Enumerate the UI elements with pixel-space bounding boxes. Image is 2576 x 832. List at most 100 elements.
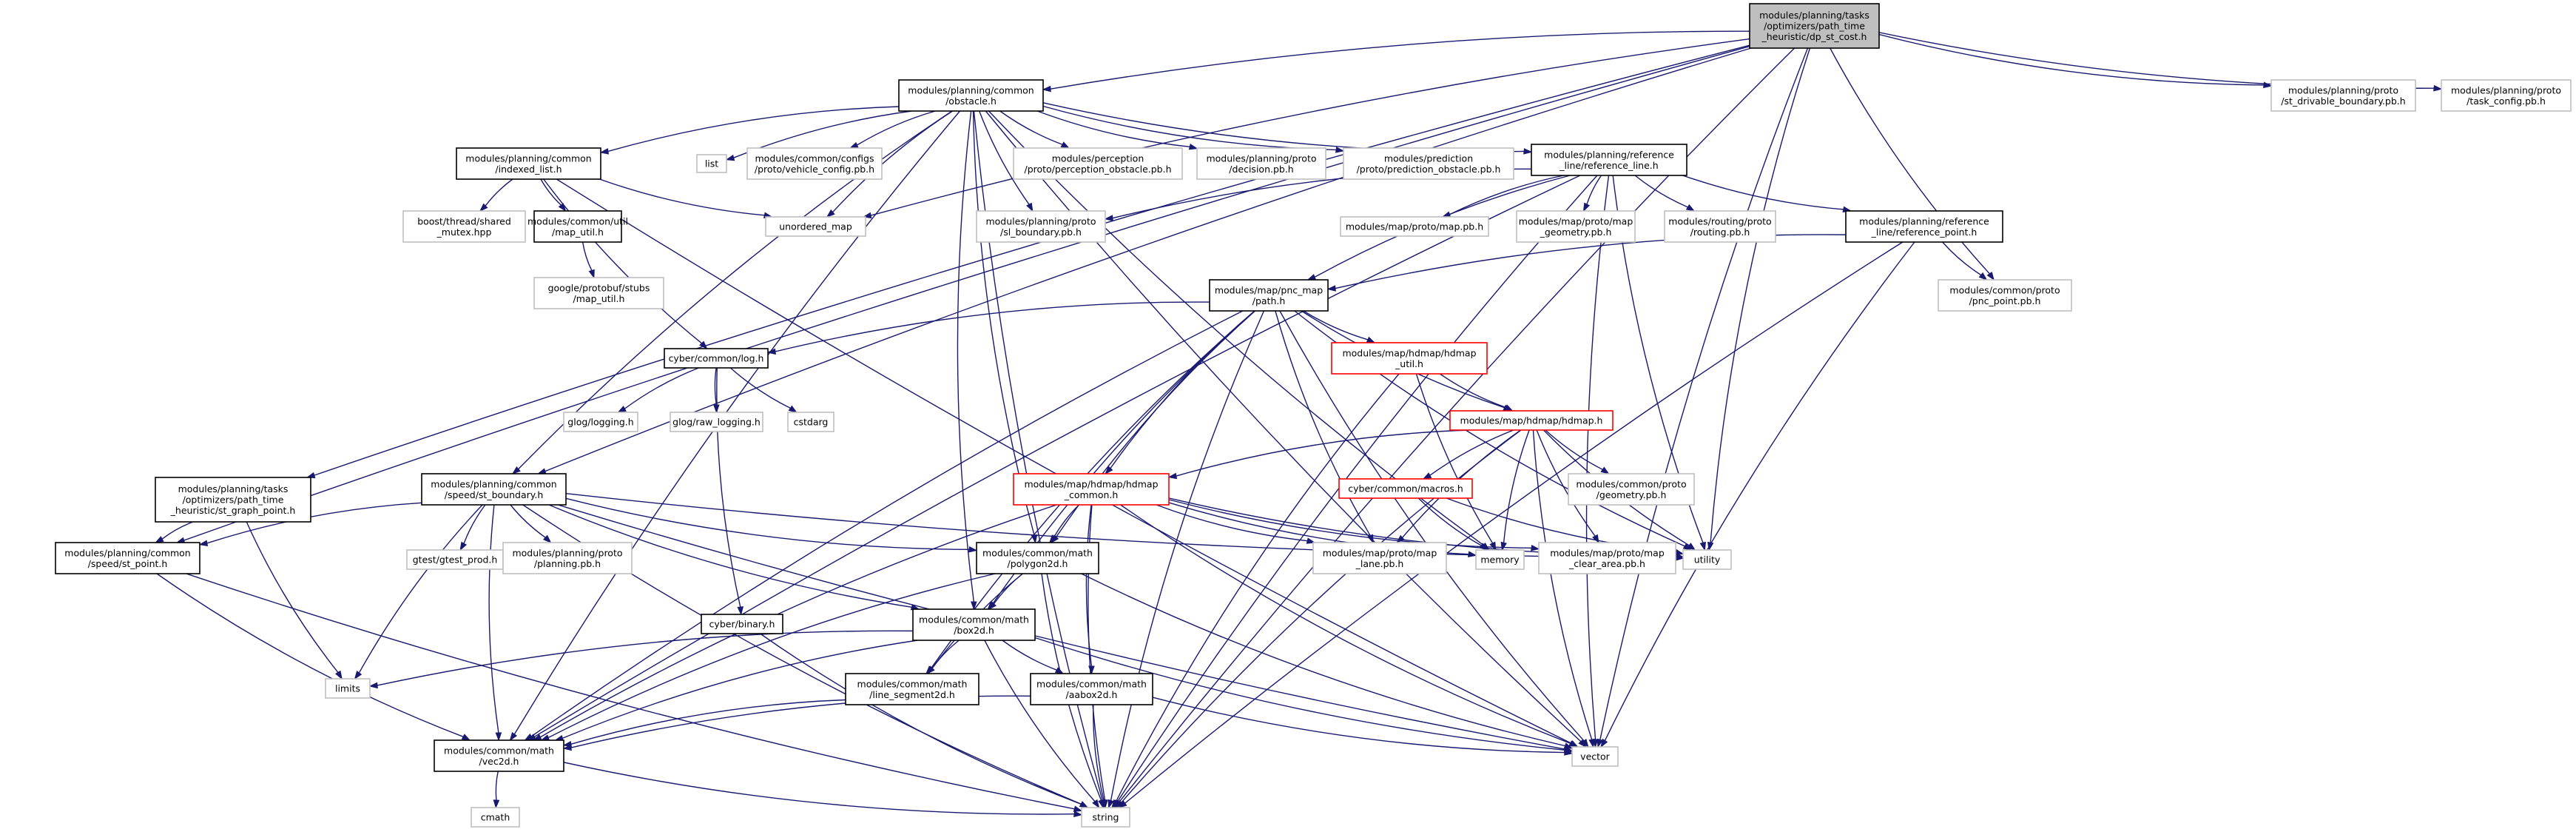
node-map_pb[interactable]: modules/map/proto/map.pb.h <box>1340 216 1489 237</box>
node-hdmap[interactable]: modules/map/hdmap/hdmap.h <box>1449 410 1614 431</box>
edge-arrowhead <box>1685 204 1696 212</box>
node-hdmap_common[interactable]: modules/map/hdmap/hdmap_common.h <box>1013 473 1170 506</box>
edge-arrowhead <box>1523 148 1533 155</box>
node-map_lane[interactable]: modules/map/proto/map_lane.pb.h <box>1312 542 1447 574</box>
node-task_config[interactable]: modules/planning/proto/task_config.pb.h <box>2441 79 2572 112</box>
node-planning_pb[interactable]: modules/planning/proto/planning.pb.h <box>502 542 633 574</box>
node-hdmap_util[interactable]: modules/map/hdmap/hdmap_util.h <box>1331 342 1488 375</box>
edge-path-to-log <box>766 301 1210 355</box>
node-reference_line[interactable]: modules/planning/reference_line/referenc… <box>1531 144 1687 176</box>
edge-dp_st_cost-to-st_boundary <box>536 47 1752 474</box>
node-st_graph_point[interactable]: modules/planning/tasks/optimizers/path_t… <box>155 477 311 523</box>
node-perception_obs[interactable]: modules/perception/proto/perception_obst… <box>1013 147 1183 180</box>
node-path[interactable]: modules/map/pnc_map/path.h <box>1209 279 1329 312</box>
node-box <box>1682 549 1732 570</box>
node-vector[interactable]: vector <box>1571 746 1619 767</box>
node-routing[interactable]: modules/routing/proto/routing.pb.h <box>1664 210 1776 243</box>
node-sl_boundary[interactable]: modules/planning/proto/sl_boundary.pb.h <box>976 210 1106 243</box>
node-macros[interactable]: cyber/common/macros.h <box>1338 478 1473 499</box>
node-label-line: modules/routing/proto <box>1668 215 1771 227</box>
node-st_point[interactable]: modules/planning/common/speed/st_point.h <box>55 542 200 574</box>
node-map_clear_area[interactable]: modules/map/proto/map_clear_area.pb.h <box>1538 542 1676 574</box>
edge-arrowhead <box>1467 551 1477 557</box>
node-reference_point[interactable]: modules/planning/reference_line/referenc… <box>1845 210 2003 243</box>
node-box <box>55 542 200 574</box>
node-label-line: /optimizers/path_time <box>1764 21 1865 32</box>
edge-arrowhead <box>1366 336 1376 343</box>
node-label-line: vector <box>1580 751 1611 762</box>
edge-aabox2d-to-string <box>1093 704 1107 809</box>
node-vehicle_config[interactable]: modules/common/configs/proto/vehicle_con… <box>746 147 883 180</box>
node-map_geometry[interactable]: modules/map/proto/map_geometry.pb.h <box>1516 210 1636 243</box>
node-log[interactable]: cyber/common/log.h <box>664 348 769 369</box>
edge-arrowhead <box>1115 799 1125 809</box>
node-prediction_obs[interactable]: modules/prediction/proto/prediction_obst… <box>1343 147 1514 180</box>
node-protobuf_stubs[interactable]: google/protobuf/stubs/map_util.h <box>533 277 664 309</box>
node-st_drivable[interactable]: modules/planning/proto/st_drivable_bound… <box>2270 79 2416 112</box>
node-pnc_point[interactable]: modules/common/proto/pnc_point.pb.h <box>1938 279 2072 312</box>
node-glog_logging[interactable]: glog/logging.h <box>563 412 638 432</box>
node-label-line: modules/planning/common <box>465 152 591 164</box>
node-memory[interactable]: memory <box>1475 549 1525 570</box>
node-aabox2d[interactable]: modules/common/math/aabox2d.h <box>1030 673 1153 705</box>
node-binary[interactable]: cyber/binary.h <box>701 614 783 634</box>
node-geometry_pb[interactable]: modules/common/proto/geometry.pb.h <box>1568 473 1695 506</box>
node-vec2d[interactable]: modules/common/math/vec2d.h <box>434 739 564 772</box>
edge-line <box>1585 175 1610 740</box>
edge-obstacle-to-perception_obs <box>999 110 1070 149</box>
edge-arrowhead <box>479 203 488 212</box>
edge-line <box>999 110 1063 145</box>
node-cmath[interactable]: cmath <box>471 807 520 828</box>
node-utility[interactable]: utility <box>1682 549 1732 570</box>
node-polygon2d[interactable]: modules/common/math/polygon2d.h <box>976 542 1099 574</box>
node-boost_mutex[interactable]: boost/thread/shared_mutex.hpp <box>402 210 526 243</box>
node-label-line: /pnc_point.pb.h <box>1969 295 2041 306</box>
node-cstdarg[interactable]: cstdarg <box>787 412 834 432</box>
node-map_util[interactable]: modules/common/util/map_util.h <box>527 210 628 243</box>
node-limits[interactable]: limits <box>325 678 371 699</box>
edge-arrowhead <box>198 540 209 546</box>
edge-line <box>1116 373 1400 802</box>
node-indexed_list[interactable]: modules/planning/common/indexed_list.h <box>456 147 601 180</box>
edge-line <box>716 367 741 608</box>
node-label-line: /optimizers/path_time <box>183 494 284 506</box>
node-glog_raw[interactable]: glog/raw_logging.h <box>670 412 763 432</box>
node-box <box>976 210 1106 243</box>
node-box <box>456 147 601 180</box>
edge-line <box>775 301 1210 352</box>
edge-line <box>957 110 975 603</box>
edge-obstacle-to-decision <box>1036 110 1198 150</box>
node-label-line: gtest/gtest_prod.h <box>413 554 498 566</box>
edge-arrowhead <box>1167 472 1178 480</box>
node-obstacle[interactable]: modules/planning/common/obstacle.h <box>898 79 1044 112</box>
edge-line <box>1275 310 1371 537</box>
edge-line <box>206 502 422 544</box>
node-gtest_prod[interactable]: gtest/gtest_prod.h <box>406 549 504 570</box>
node-label-line: modules/map/proto/map.pb.h <box>1346 221 1483 232</box>
node-label-line: modules/map/proto/map <box>1323 547 1437 558</box>
node-unordered_map[interactable]: unordered_map <box>765 216 866 237</box>
edge-arrowhead <box>1100 799 1107 809</box>
node-box <box>912 608 1036 641</box>
node-label-line: modules/map/proto/map <box>1519 215 1633 227</box>
node-dp_st_cost: modules/planning/tasks/optimizers/path_t… <box>1749 3 1880 49</box>
edge-polygon2d-to-vector <box>1081 573 1574 749</box>
node-list[interactable]: list <box>696 154 727 173</box>
node-box <box>533 277 664 309</box>
node-label-line: modules/planning/reference <box>1544 149 1674 160</box>
node-decision[interactable]: modules/planning/proto/decision.pb.h <box>1196 147 1326 180</box>
edge-line <box>1036 110 1190 148</box>
edge-line <box>1042 105 1337 151</box>
edge-arrowhead <box>1563 742 1574 749</box>
node-label-line: cstdarg <box>794 417 829 428</box>
edge-arrowhead <box>1581 738 1589 748</box>
node-st_boundary[interactable]: modules/planning/common/speed/st_boundar… <box>421 473 567 506</box>
node-string[interactable]: string <box>1081 807 1130 828</box>
edge-line <box>570 699 846 745</box>
node-line_segment2d[interactable]: modules/common/math/line_segment2d.h <box>845 673 980 705</box>
edge-arrowhead <box>1054 667 1065 674</box>
edge-arrowhead <box>968 546 978 553</box>
edge-st_point-to-string <box>186 573 1083 812</box>
edge-reference_line-to-vector <box>1585 175 1610 748</box>
node-box2d[interactable]: modules/common/math/box2d.h <box>912 608 1036 641</box>
